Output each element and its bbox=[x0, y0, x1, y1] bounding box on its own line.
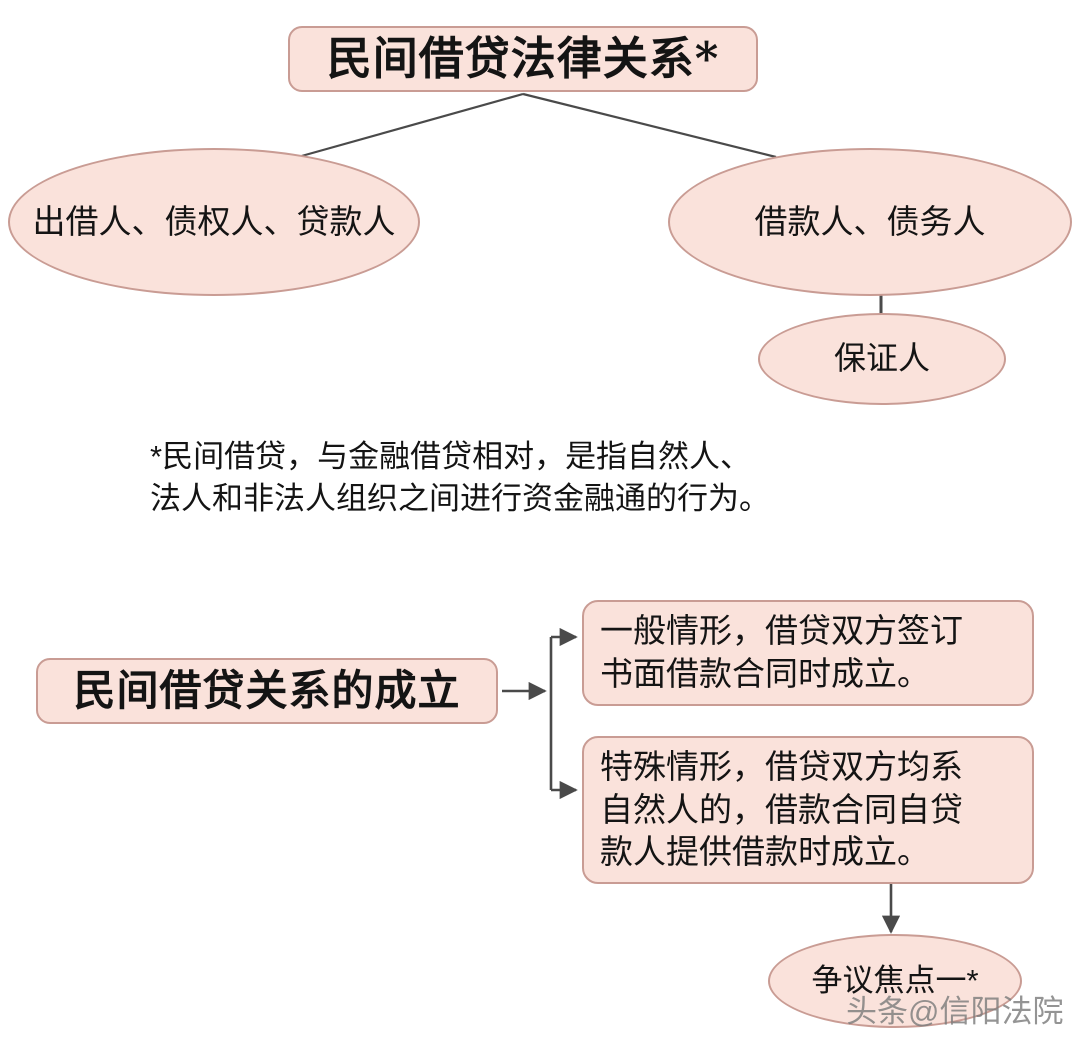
footnote-text: *民间借贷，与金融借贷相对，是指自然人、 法人和非法人组织之间进行资金融通的行为… bbox=[150, 439, 770, 517]
node-lender[interactable]: 出借人、债权人、贷款人 bbox=[8, 148, 420, 296]
node-dispute-focus-one[interactable]: 争议焦点一* bbox=[768, 934, 1022, 1028]
node-formation-label: 民间借贷关系的成立 bbox=[73, 666, 461, 716]
node-borrower-label: 借款人、债务人 bbox=[754, 202, 986, 240]
node-special-case[interactable]: 特殊情形，借贷双方均系 自然人的，借款合同自贷 款人提供借款时成立。 bbox=[582, 736, 1034, 884]
node-lender-label: 出借人、债权人、贷款人 bbox=[32, 202, 396, 240]
node-guarantor[interactable]: 保证人 bbox=[758, 313, 1006, 405]
page-title: 民间借贷法律关系* bbox=[288, 26, 758, 92]
node-formation-of-relationship: 民间借贷关系的成立 bbox=[36, 658, 498, 724]
node-dispute-focus-one-label: 争议焦点一* bbox=[811, 962, 979, 998]
node-borrower[interactable]: 借款人、债务人 bbox=[668, 148, 1072, 296]
connector-title-to-borrower bbox=[522, 92, 777, 159]
node-special-case-text: 特殊情形，借贷双方均系 自然人的，借款合同自贷 款人提供借款时成立。 bbox=[600, 747, 963, 871]
page-title-label: 民间借贷法律关系* bbox=[326, 32, 720, 86]
node-guarantor-label: 保证人 bbox=[833, 340, 930, 377]
node-general-case-text: 一般情形，借贷双方签订 书面借款合同时成立。 bbox=[600, 612, 963, 692]
node-general-case[interactable]: 一般情形，借贷双方签订 书面借款合同时成立。 bbox=[582, 600, 1034, 706]
connector-title-to-lender bbox=[297, 92, 524, 159]
